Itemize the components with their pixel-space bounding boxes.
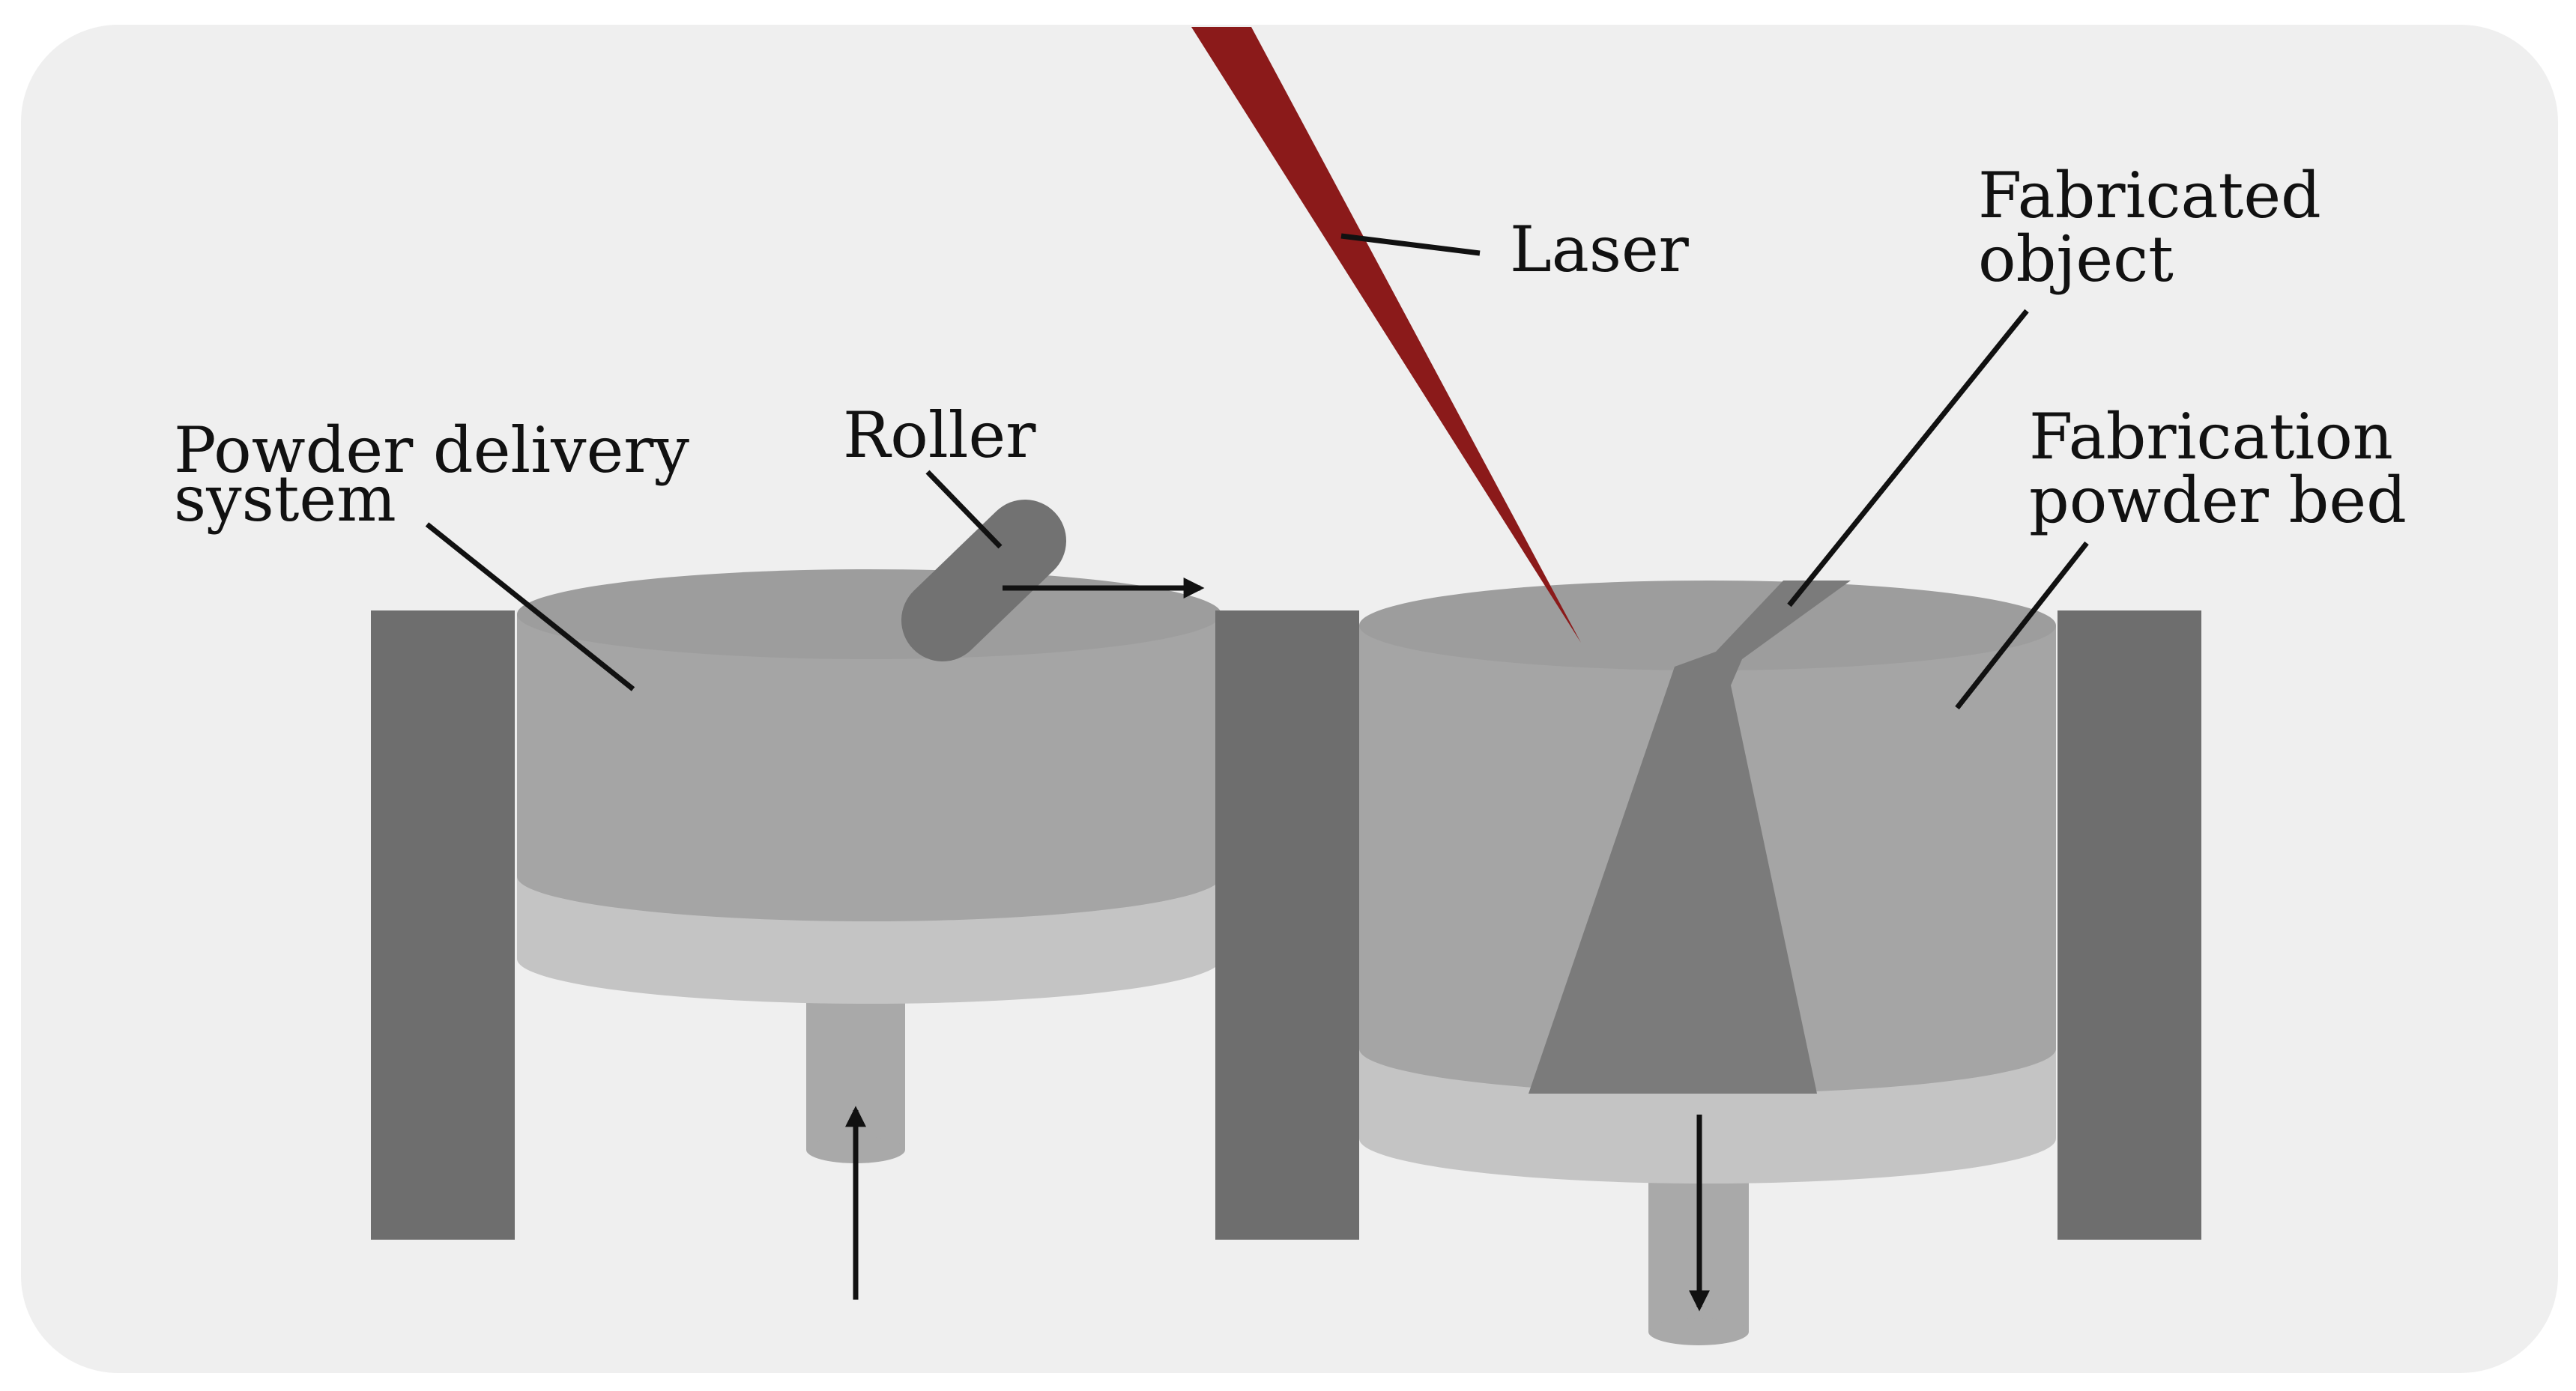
fabricated-object-leader-line [1787, 309, 2029, 607]
left-wall [371, 610, 515, 1240]
right-wall [2058, 610, 2201, 1240]
roller-label: Roller [843, 398, 1036, 472]
roller-leader-line [925, 470, 1003, 549]
powder-delivery-system [517, 569, 1221, 1163]
roller-body [901, 500, 1066, 661]
right-powder-top [1359, 581, 2056, 670]
laser-beam [1191, 27, 1581, 643]
left-powder-body [517, 614, 1221, 921]
roller [901, 500, 1066, 661]
fabricated-object-label-line1: Fabricated [1978, 159, 2321, 232]
fabricated-object [1529, 581, 1851, 1094]
laser-leader-line [1340, 233, 1481, 256]
fabrication-bed-label-line1: Fabrication [2029, 400, 2393, 473]
powder-delivery-leader-line [425, 522, 635, 691]
right-piston-rod-bottom [1648, 1318, 1749, 1345]
middle-wall [1215, 610, 1359, 1240]
left-powder-top [517, 569, 1221, 659]
fabricated-object-label-line2: object [1978, 222, 2174, 296]
laser-label: Laser [1510, 213, 1690, 286]
fabrication-bed-leader-line [1955, 541, 2089, 710]
powder-delivery-label-line2: system [174, 462, 396, 536]
powder-delivery-label-line1: Powder delivery [174, 413, 689, 487]
fabrication-bed-label-line2: powder bed [2029, 464, 2407, 537]
